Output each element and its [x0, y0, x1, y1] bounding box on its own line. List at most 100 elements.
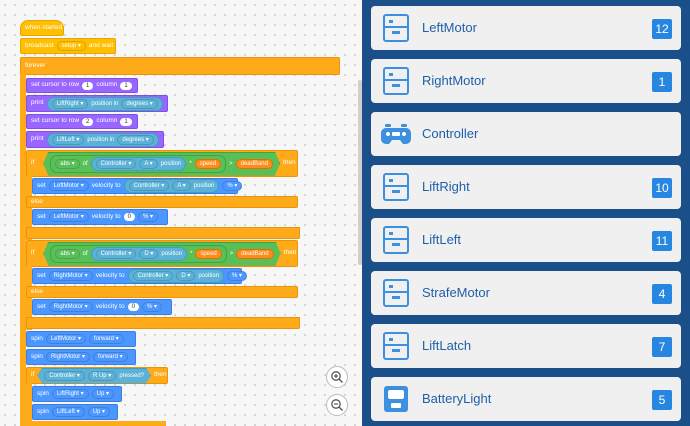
abs-operator[interactable]: abs of Controller D position * speed [50, 245, 227, 263]
set-velocity-block[interactable]: set RightMotor velocity to Controller D … [32, 268, 248, 284]
reporter-label: position in [87, 136, 115, 143]
set-cursor-block[interactable]: set cursor to row 2 column 1 [26, 114, 138, 129]
motor-dropdown[interactable]: LeftMotor [48, 181, 89, 191]
row-input[interactable]: 1 [82, 81, 94, 90]
motor-dropdown[interactable]: LiftLeft [51, 407, 85, 417]
zoom-in-button[interactable] [326, 366, 348, 388]
direction-dropdown[interactable]: Up [87, 407, 110, 417]
controller-axis-reporter[interactable]: Controller D position [127, 269, 225, 283]
motor-dropdown[interactable]: LiftLeft [51, 134, 85, 145]
block-label: then [283, 249, 297, 257]
if-else-block[interactable]: if abs of Controller D position * speed … [26, 240, 298, 267]
when-started-block[interactable]: when started [20, 20, 64, 36]
abs-operator[interactable]: abs of Controller A position * speed [50, 155, 226, 173]
unit-dropdown[interactable]: % [227, 271, 248, 281]
motor-icon [380, 277, 412, 309]
set-velocity-block[interactable]: set LeftMotor velocity to 0 % [32, 209, 168, 225]
reporter-label: position [198, 273, 220, 279]
greater-than-condition[interactable]: abs of Controller D position * speed > d… [43, 242, 280, 266]
math-function-dropdown[interactable]: abs [55, 249, 79, 259]
math-function-dropdown[interactable]: abs [55, 159, 79, 169]
spin-block[interactable]: spin LeftMotor forward [26, 331, 136, 347]
block-label: print [31, 99, 44, 107]
controller-dropdown[interactable]: Controller [96, 159, 137, 169]
controller-axis-reporter[interactable]: Controller A position [123, 179, 220, 193]
controller-dropdown[interactable]: Controller [96, 249, 137, 259]
motor-position-reporter[interactable]: LiftRight position in degrees [46, 96, 163, 111]
unit-dropdown[interactable]: % [141, 302, 162, 312]
device-name: LiftRight [422, 179, 470, 194]
spin-block[interactable]: spin LiftRight Up [32, 386, 122, 402]
controller-axis-reporter[interactable]: Controller A position [91, 157, 187, 171]
block-label: set cursor to row [31, 117, 80, 125]
unit-dropdown[interactable]: degrees [117, 134, 154, 145]
speed-variable[interactable]: speed [195, 159, 221, 169]
controller-dropdown[interactable]: Controller [44, 371, 85, 381]
block-label: when started [25, 23, 63, 31]
controller-pressed-condition[interactable]: Controller R Up pressed? [37, 368, 151, 384]
code-workspace[interactable]: when started broadcast setup and wait fo… [0, 0, 362, 426]
block-label: else [31, 197, 43, 205]
motor-position-reporter[interactable]: LiftLeft position in degrees [46, 132, 159, 147]
column-input[interactable]: 1 [120, 81, 132, 90]
axis-dropdown[interactable]: D [176, 271, 196, 281]
block-label: spin [31, 352, 43, 360]
unit-dropdown[interactable]: degrees [121, 98, 158, 109]
operator-label: > [229, 160, 233, 167]
controller-axis-reporter[interactable]: Controller D position [91, 247, 187, 261]
axis-dropdown[interactable]: D [139, 249, 158, 259]
greater-than-condition[interactable]: abs of Controller A position * speed > d… [43, 152, 280, 176]
column-input[interactable]: 1 [120, 117, 132, 126]
direction-dropdown[interactable]: forward [92, 352, 128, 362]
speed-variable[interactable]: speed [195, 249, 221, 259]
block-label: set [37, 302, 46, 310]
operator-label: * [190, 250, 193, 257]
set-velocity-block[interactable]: set LeftMotor velocity to Controller A p… [32, 178, 243, 194]
device-name: LiftLatch [422, 338, 472, 353]
controller-dropdown[interactable]: Controller [132, 271, 174, 281]
spin-block[interactable]: spin RightMotor forward [26, 349, 136, 365]
if-else-block[interactable]: if abs of Controller A position * speed … [26, 150, 298, 177]
axis-dropdown[interactable]: A [172, 181, 191, 191]
print-block[interactable]: print LiftRight position in degrees [26, 95, 168, 112]
if-block[interactable]: if Controller R Up pressed? then [26, 367, 168, 384]
print-block[interactable]: print LiftLeft position in degrees [26, 131, 164, 148]
broadcast-and-wait-block[interactable]: broadcast setup and wait [20, 38, 116, 54]
axis-dropdown[interactable]: A [139, 159, 157, 169]
motor-dropdown[interactable]: LiftRight [51, 98, 89, 109]
motor-dropdown[interactable]: LeftMotor [48, 212, 89, 222]
device-card-controller[interactable]: Controller [371, 112, 681, 156]
motor-dropdown[interactable]: RightMotor [48, 302, 93, 312]
deadband-variable[interactable]: deadBand [236, 249, 273, 259]
zoom-out-button[interactable] [326, 394, 348, 416]
block-label: print [31, 135, 44, 143]
velocity-input[interactable]: 0 [127, 303, 139, 311]
motor-dropdown[interactable]: RightMotor [45, 352, 90, 362]
motor-dropdown[interactable]: LiftRight [51, 389, 89, 399]
workspace-scrollbar[interactable] [358, 80, 362, 265]
forever-block[interactable]: forever [20, 57, 340, 75]
direction-dropdown[interactable]: Up [91, 389, 114, 399]
motor-dropdown[interactable]: LeftMotor [45, 334, 86, 344]
message-dropdown[interactable]: setup [56, 41, 86, 51]
unit-dropdown[interactable]: % [222, 181, 243, 191]
spin-block[interactable]: spin LiftLeft Up [32, 404, 118, 420]
row-input[interactable]: 2 [82, 117, 94, 126]
motor-dropdown[interactable]: RightMotor [48, 271, 93, 281]
controller-dropdown[interactable]: Controller [128, 181, 170, 191]
set-velocity-block[interactable]: set RightMotor velocity to 0 % [32, 299, 172, 315]
unit-dropdown[interactable]: % [137, 212, 158, 222]
direction-dropdown[interactable]: forward [88, 334, 124, 344]
deadband-variable[interactable]: deadBand [236, 159, 273, 169]
button-dropdown[interactable]: R Up [88, 371, 116, 381]
set-cursor-block[interactable]: set cursor to row 1 column 1 [26, 78, 138, 93]
velocity-input[interactable]: 0 [123, 213, 135, 221]
motor-icon [380, 171, 412, 203]
